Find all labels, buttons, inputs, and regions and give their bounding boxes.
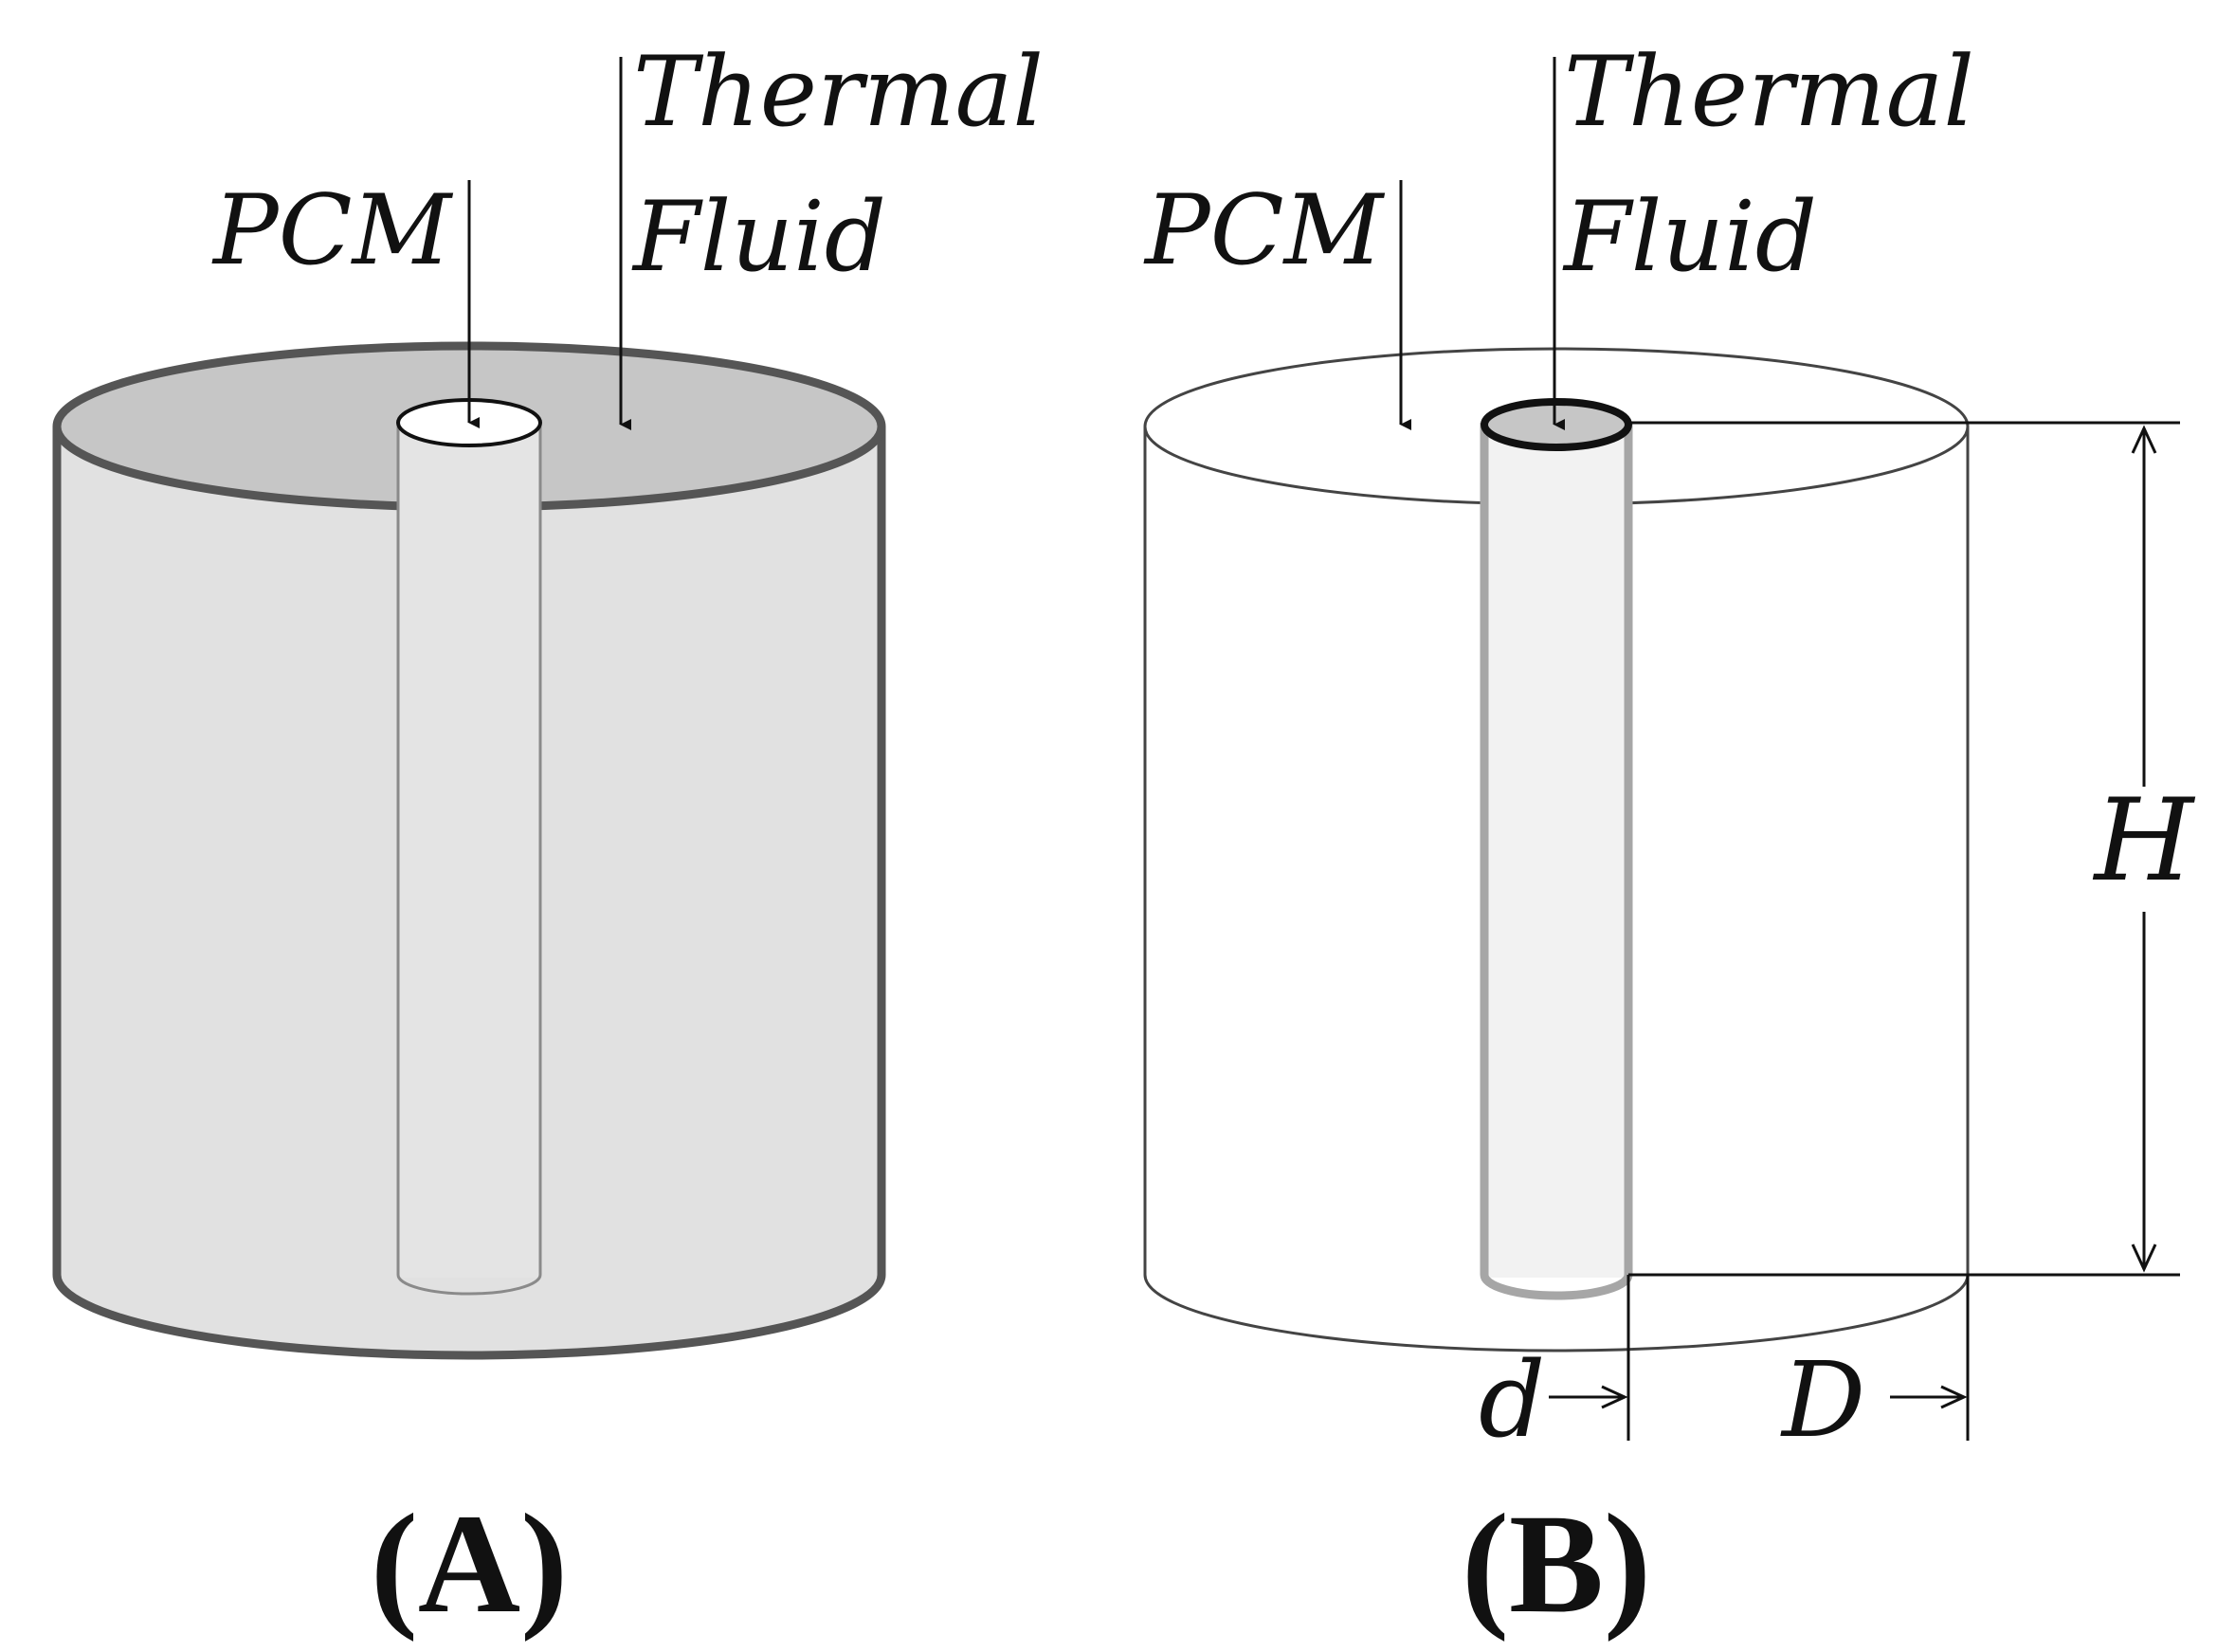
inner-diameter-label: d (1479, 1339, 1545, 1461)
panel-b-bottom-edge (1143, 1274, 1970, 1352)
panel-a: PCM Thermal Fluid (A) (52, 36, 1044, 1643)
panel-a-inner-tube (398, 423, 540, 1278)
diameter-dimensions: d D (1479, 1275, 1970, 1461)
panel-b-tube-bottom-edge (1480, 1274, 1633, 1300)
panel-b: PCM Thermal Fluid H d D (B) (1143, 36, 2196, 1643)
panel-b-fluid-label-line1: Thermal (1564, 36, 1974, 149)
outer-diameter-label: D (1780, 1339, 1865, 1461)
panel-b-inner-tube (1484, 423, 1628, 1278)
panel-b-fluid-label-line2: Fluid (1562, 181, 1817, 294)
panel-a-caption: (A) (371, 1485, 568, 1643)
panel-b-pcm-label: PCM (1143, 174, 1386, 287)
height-dimension: H (1628, 421, 2196, 1277)
panel-a-fluid-label-line1: Thermal (633, 36, 1044, 149)
panel-a-tube-bottom-edge (396, 1274, 542, 1296)
panel-b-tube-top (1481, 398, 1632, 451)
panel-b-caption: (B) (1462, 1485, 1651, 1643)
height-dimension-label: H (2093, 775, 2196, 907)
panel-a-fluid-label-line2: Fluid (631, 181, 886, 294)
panel-a-bottom-edge (52, 1274, 886, 1360)
panel-a-pcm-label: PCM (211, 174, 454, 287)
